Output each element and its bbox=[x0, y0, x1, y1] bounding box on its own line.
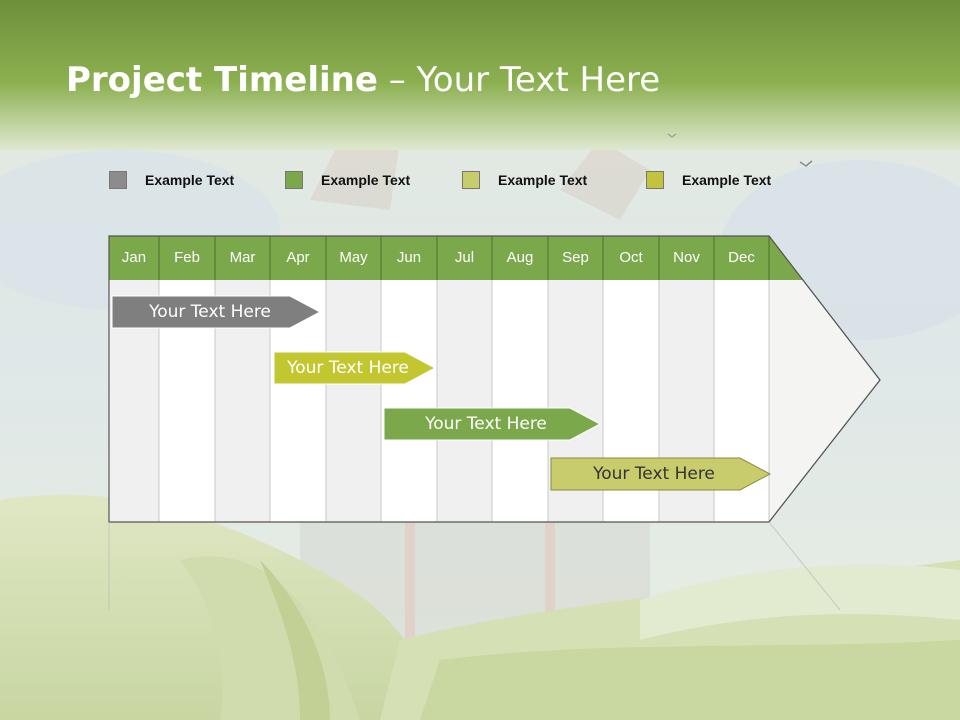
month-label: Mar bbox=[229, 249, 256, 266]
month-column bbox=[326, 280, 381, 522]
month-label: May bbox=[339, 249, 368, 266]
legend-swatch bbox=[109, 171, 127, 189]
month-column bbox=[381, 280, 437, 522]
title-main: Project Timeline bbox=[66, 60, 378, 100]
legend-label: Example Text bbox=[682, 172, 772, 188]
task-bar-label: Your Text Here bbox=[287, 358, 409, 378]
task-bar bbox=[383, 407, 602, 441]
task-bar-label: Your Text Here bbox=[149, 302, 271, 322]
task-bar-label: Your Text Here bbox=[593, 464, 715, 484]
legend-label: Example Text bbox=[321, 172, 411, 188]
month-column bbox=[492, 280, 548, 522]
task-bar-label: Your Text Here bbox=[425, 414, 547, 434]
month-label: Aug bbox=[506, 249, 534, 266]
month-label: Nov bbox=[673, 249, 700, 266]
legend-item: Example Text bbox=[462, 170, 587, 190]
legend-swatch bbox=[285, 171, 303, 189]
legend-swatch bbox=[462, 171, 480, 189]
month-label: Dec bbox=[728, 249, 755, 266]
legend-label: Example Text bbox=[498, 172, 588, 188]
legend-swatch bbox=[646, 171, 664, 189]
legend-item: Example Text bbox=[646, 170, 771, 190]
legend-item: Example Text bbox=[109, 170, 234, 190]
month-header-band bbox=[109, 236, 803, 280]
task-bar bbox=[273, 351, 437, 385]
month-label: Oct bbox=[619, 249, 643, 266]
month-column bbox=[437, 280, 492, 522]
month-label: Jul bbox=[454, 249, 475, 266]
title-subtitle: – Your Text Here bbox=[377, 60, 661, 100]
month-label: Jun bbox=[396, 249, 422, 266]
month-label: Feb bbox=[174, 249, 200, 266]
month-label: Apr bbox=[286, 249, 310, 266]
legend-label: Example Text bbox=[145, 172, 235, 188]
timeline-reflection bbox=[108, 521, 841, 611]
task-bar bbox=[111, 295, 322, 329]
month-label: Jan bbox=[121, 249, 147, 266]
month-label: Sep bbox=[562, 249, 589, 266]
task-bar bbox=[550, 457, 772, 491]
page-title: Project Timeline – Your Text Here bbox=[66, 60, 660, 100]
legend-item: Example Text bbox=[285, 170, 410, 190]
